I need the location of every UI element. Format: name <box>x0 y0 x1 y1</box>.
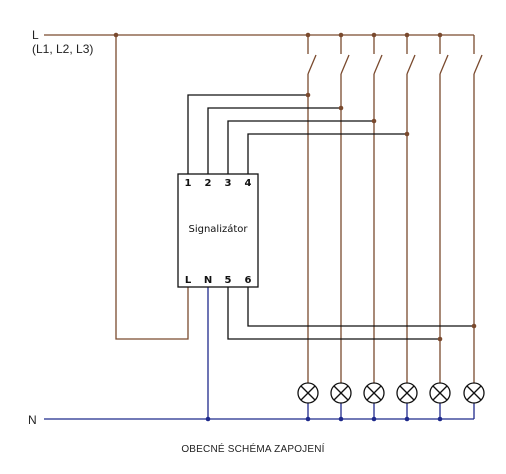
pin-2-label: 2 <box>205 178 212 189</box>
neutral-label: N <box>28 413 37 427</box>
switch-4-blade <box>406 54 416 75</box>
pin-4-label: 4 <box>245 178 252 189</box>
signal-wire-1 <box>187 94 308 174</box>
pin-5-label: 5 <box>225 275 232 286</box>
lamp-cross-icon <box>429 382 451 404</box>
pin-1-label: 1 <box>185 178 192 189</box>
lamp-cross-icon <box>330 382 352 404</box>
line-feed-wire <box>115 35 189 340</box>
lamp-cross-icon <box>396 382 418 404</box>
pin-l-label: L <box>185 275 192 286</box>
pin-n-label: N <box>204 275 212 286</box>
signal-wire-6 <box>247 287 474 327</box>
switch-1-blade <box>307 54 317 75</box>
line-junctions <box>113 32 443 38</box>
signal-wire-2 <box>207 107 341 174</box>
line-wires <box>44 34 483 383</box>
switch-6-blade <box>473 54 483 75</box>
signal-junctions <box>305 92 477 342</box>
diagram-caption: OBECNÉ SCHÉMA ZAPOJENÍ <box>181 442 324 455</box>
signalizator-box <box>177 173 259 288</box>
switch-5-blade <box>439 54 449 75</box>
line-phases-label: (L1, L2, L3) <box>32 42 93 56</box>
lamps <box>297 382 485 404</box>
lamp-cross-icon <box>463 382 485 404</box>
lamp-cross-icon <box>297 382 319 404</box>
signal-wires <box>187 94 474 340</box>
lamp-cross-icon <box>363 382 385 404</box>
device-name: Signalizátor <box>188 223 248 235</box>
line-label: L <box>32 28 39 42</box>
neutral-wires <box>44 287 475 420</box>
pin-6-label: 6 <box>245 275 252 286</box>
switch-2-blade <box>340 54 350 75</box>
neutral-junctions <box>205 416 443 422</box>
signal-wire-4 <box>247 133 407 174</box>
signal-wire-5 <box>227 287 440 340</box>
switch-3-blade <box>373 54 383 75</box>
signal-wire-3 <box>227 120 374 174</box>
pin-3-label: 3 <box>225 178 232 189</box>
